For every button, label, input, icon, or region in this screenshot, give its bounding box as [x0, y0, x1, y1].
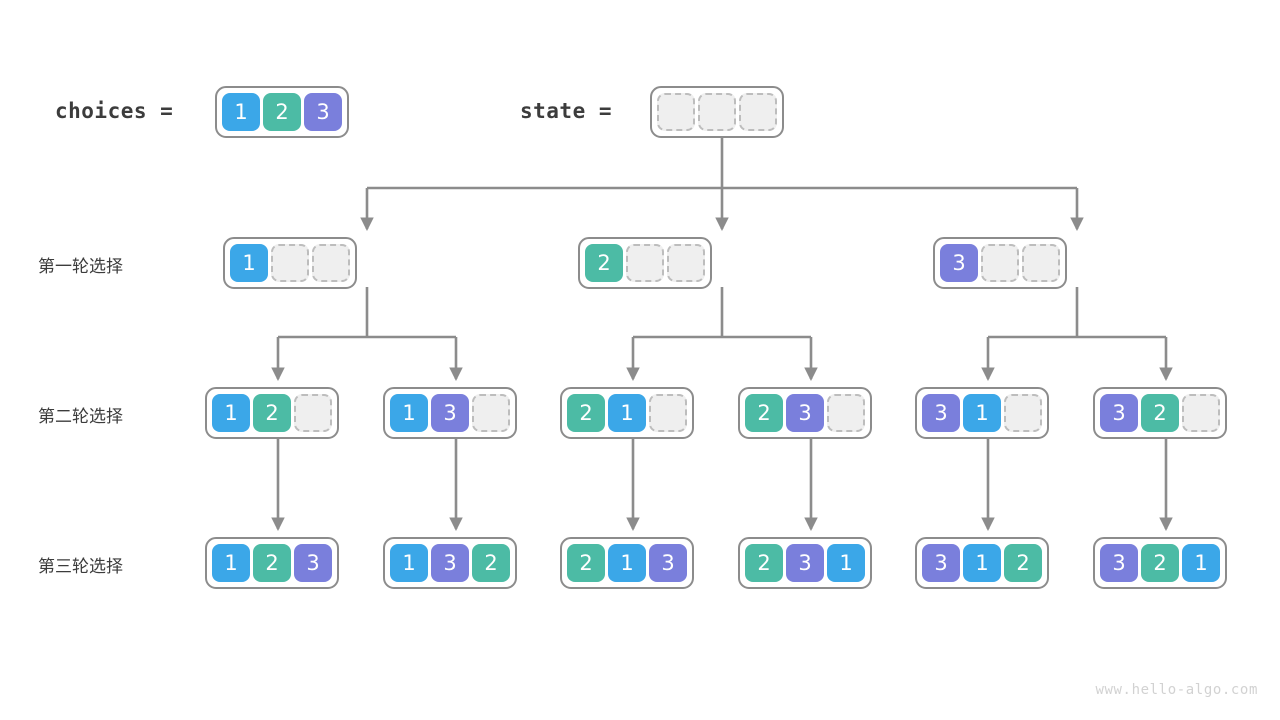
row-label-round-1: 第一轮选择: [38, 257, 123, 277]
level2-node-3-cell-1: 1: [608, 394, 646, 432]
level1-node-1-cell-0: 1: [230, 244, 268, 282]
level3-node-5-cell-2: 2: [1004, 544, 1042, 582]
level3-node-4-cell-2: 1: [827, 544, 865, 582]
level2-node-4-cell-2: [827, 394, 865, 432]
level2-node-1-cell-2: [294, 394, 332, 432]
level2-node-6-cell-2: [1182, 394, 1220, 432]
level3-node-3-cell-2: 3: [649, 544, 687, 582]
level1-node-2: 2: [578, 237, 712, 289]
level1-node-1-cell-1: [271, 244, 309, 282]
level2-node-2-cell-0: 1: [390, 394, 428, 432]
level3-node-5-cell-0: 3: [922, 544, 960, 582]
state-array: [650, 86, 784, 138]
level2-node-6-cell-1: 2: [1141, 394, 1179, 432]
level3-node-2-cell-2: 2: [472, 544, 510, 582]
level2-node-5-cell-2: [1004, 394, 1042, 432]
level2-node-3-cell-0: 2: [567, 394, 605, 432]
level2-node-4-cell-0: 2: [745, 394, 783, 432]
level2-node-2-cell-1: 3: [431, 394, 469, 432]
level3-node-2-cell-0: 1: [390, 544, 428, 582]
level3-node-3-cell-1: 1: [608, 544, 646, 582]
level2-node-1-cell-1: 2: [253, 394, 291, 432]
row-label-round-2: 第二轮选择: [38, 407, 123, 427]
level3-node-6-cell-0: 3: [1100, 544, 1138, 582]
level2-node-5-cell-1: 1: [963, 394, 1001, 432]
level1-node-1: 1: [223, 237, 357, 289]
level2-node-5-cell-0: 3: [922, 394, 960, 432]
level3-node-1-cell-0: 1: [212, 544, 250, 582]
level3-node-5-cell-1: 1: [963, 544, 1001, 582]
level1-node-2-cell-1: [626, 244, 664, 282]
level1-node-2-cell-0: 2: [585, 244, 623, 282]
level3-node-2-cell-1: 3: [431, 544, 469, 582]
choices-cell-2: 3: [304, 93, 342, 131]
level1-node-3-cell-0: 3: [940, 244, 978, 282]
level3-node-1-cell-2: 3: [294, 544, 332, 582]
level1-node-1-cell-2: [312, 244, 350, 282]
level1-node-2-cell-2: [667, 244, 705, 282]
level3-node-4-cell-1: 3: [786, 544, 824, 582]
choices-cell-1: 2: [263, 93, 301, 131]
level1-node-3-cell-1: [981, 244, 1019, 282]
level2-node-3-cell-2: [649, 394, 687, 432]
level1-node-3: 3: [933, 237, 1067, 289]
state-cell-1: [698, 93, 736, 131]
level1-node-3-cell-2: [1022, 244, 1060, 282]
level2-node-2-cell-2: [472, 394, 510, 432]
level2-node-4-cell-1: 3: [786, 394, 824, 432]
watermark: www.hello-algo.com: [1095, 682, 1258, 698]
level3-node-6-cell-2: 1: [1182, 544, 1220, 582]
row-label-round-3: 第三轮选择: [38, 557, 123, 577]
level2-node-1-cell-0: 1: [212, 394, 250, 432]
level3-node-6-cell-1: 2: [1141, 544, 1179, 582]
level2-node-6-cell-0: 3: [1100, 394, 1138, 432]
state-cell-2: [739, 93, 777, 131]
choices-cell-0: 1: [222, 93, 260, 131]
level3-node-4-cell-0: 2: [745, 544, 783, 582]
state-cell-0: [657, 93, 695, 131]
level3-node-1-cell-1: 2: [253, 544, 291, 582]
level3-node-3-cell-0: 2: [567, 544, 605, 582]
state-label: state =: [520, 99, 613, 123]
choices-label: choices =: [55, 99, 174, 123]
